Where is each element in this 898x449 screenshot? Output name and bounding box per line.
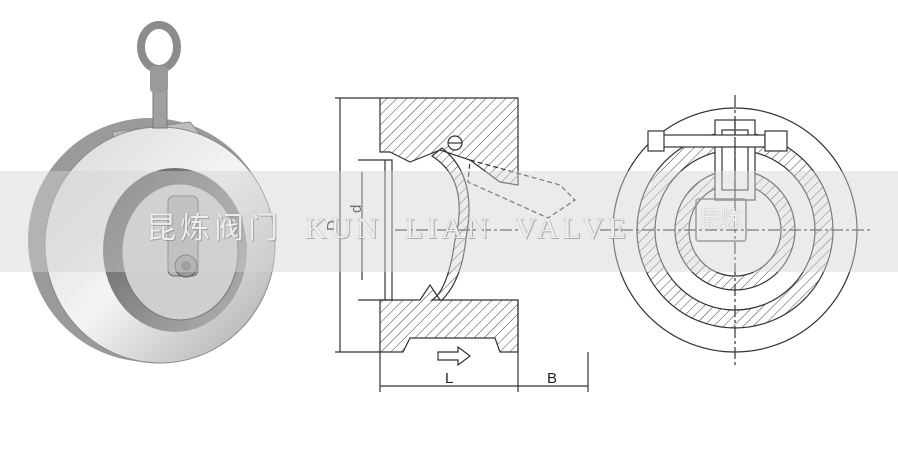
section-drawing [335,97,589,392]
flow-arrow-icon [437,345,471,367]
watermark-seal: 昆炼 [695,198,747,242]
front-pin-nut [764,130,788,152]
eyebolt-ring [137,21,181,73]
eyebolt-neck [150,66,168,92]
valve-photo [28,21,276,364]
valve-nut-center [181,261,191,271]
watermark-band [0,171,898,272]
front-view-drawing [600,95,870,365]
front-pin-bolt [654,134,766,148]
section-body-lower [379,283,519,353]
section-disc-open [467,159,576,219]
dimension-labels: D d L B [324,205,557,387]
section-disc [429,147,470,301]
section-spigot [358,159,393,301]
dim-D-label: D [324,220,341,231]
eyebolt-stem [152,89,168,129]
watermark-text: 昆炼阀门 KUN LIAN VALVE [146,212,631,245]
dim-d-label: d [348,205,365,213]
dim-B-label: B [547,370,557,387]
dim-L-label: L [445,370,453,387]
front-pin-head [647,130,665,152]
